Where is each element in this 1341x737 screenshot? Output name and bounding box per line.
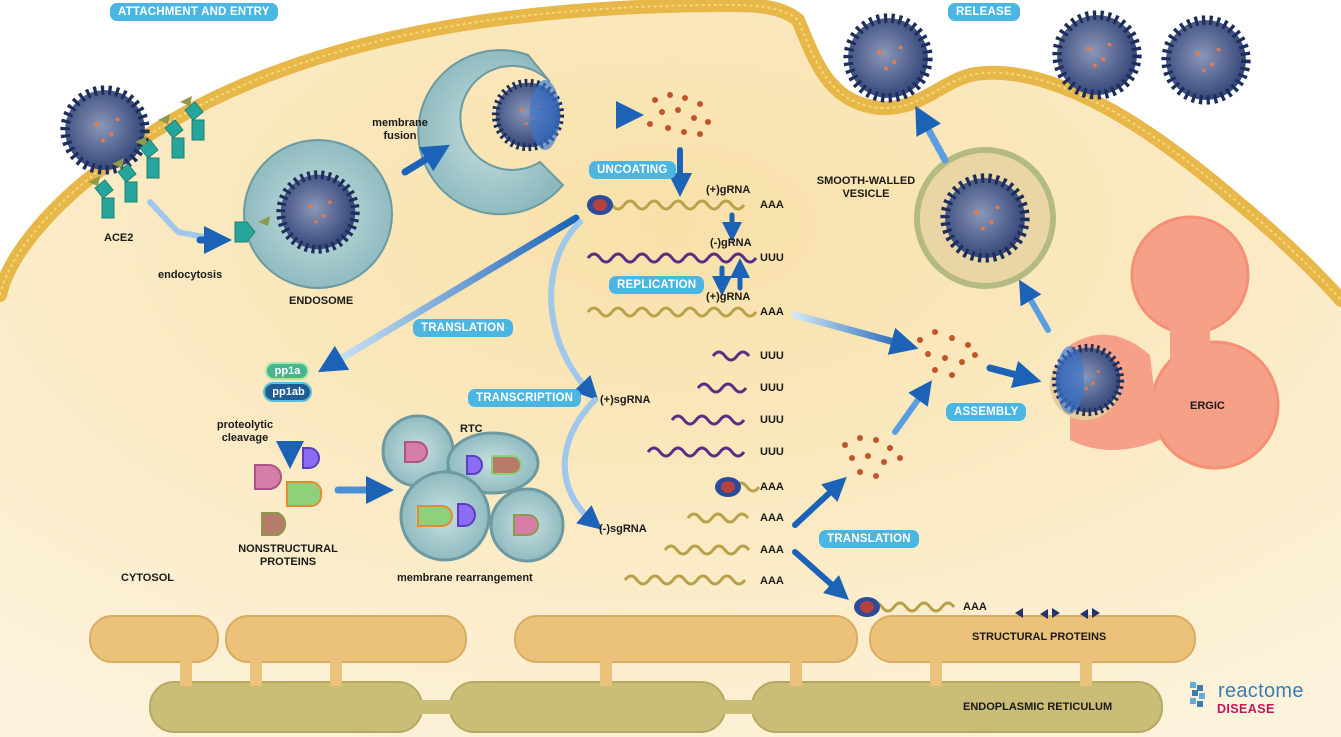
nonstructural-protein-shapes (254, 447, 322, 536)
membrane-fusion-vesicle (417, 49, 565, 216)
proteolytic-cleavage-label: proteolytic cleavage (210, 419, 280, 445)
virion-released-1 (848, 18, 928, 98)
stage-translation-nonstructural: TRANSLATION (413, 319, 513, 337)
stage-replication: REPLICATION (609, 276, 705, 294)
stage-transcription: TRANSCRIPTION (468, 389, 582, 407)
negative-grna-label: (-)gRNA (710, 237, 752, 249)
pp1a-label: pp1a (274, 365, 301, 377)
structural-protein-spikes (1015, 608, 1100, 619)
reactome-logo-mark-icon (1190, 682, 1205, 707)
pp1ab-bar (263, 382, 312, 402)
reactome-logo: reactome DISEASE (1190, 680, 1330, 720)
cytosol-label: CYTOSOL (121, 572, 174, 584)
virion-released-2 (1057, 15, 1137, 95)
ergic-label: ERGIC (1190, 400, 1225, 412)
pathway-arrows (147, 101, 1051, 600)
stage-release: RELEASE (948, 3, 1020, 21)
ace2-label: ACE2 (104, 232, 134, 244)
smooth-walled-vesicle (914, 147, 1056, 289)
ribosomes (587, 195, 880, 617)
stage-uncoating: UNCOATING (589, 161, 676, 179)
tail-aaa-sgrna-2: AAA (760, 512, 784, 524)
proteolytic-line-2: cleavage (221, 432, 269, 444)
tail-aaa-grna-2: AAA (760, 306, 784, 318)
budding-virion (1056, 346, 1121, 414)
membrane-rearrangement-label: membrane rearrangement (397, 572, 533, 584)
smooth-walled-line-1: SMOOTH-WALLED (816, 175, 916, 187)
positive-sgrna-label: (+)sgRNA (600, 394, 651, 406)
membrane-fusion-line-2: fusion (383, 130, 417, 142)
virion-attaching (65, 90, 145, 170)
tail-aaa-sgrna-1: AAA (760, 481, 784, 493)
tail-aaa-sgrna-4: AAA (760, 575, 784, 587)
stage-attachment-and-entry: ATTACHMENT AND ENTRY (110, 3, 278, 21)
ace2-receptors (94, 101, 256, 243)
tail-uuu-grna: UUU (760, 252, 784, 264)
endoplasmic-reticulum (89, 615, 1196, 733)
nonstructural-line-1: NONSTRUCTURAL (238, 543, 338, 555)
endosome (243, 139, 393, 289)
structural-proteins-label: STRUCTURAL PROTEINS (972, 631, 1107, 643)
endoplasmic-reticulum-label: ENDOPLASMIC RETICULUM (963, 701, 1113, 713)
logo-wordmark: reactome (1218, 680, 1304, 702)
negative-sgrna-label: (-)sgRNA (599, 523, 647, 535)
tail-uuu-sgrna-3: UUU (760, 414, 784, 426)
smooth-walled-vesicle-label: SMOOTH-WALLED VESICLE (810, 175, 922, 201)
membrane-fusion-line-1: membrane (372, 117, 428, 129)
stage-translation-structural: TRANSLATION (819, 530, 919, 548)
rtc-label: RTC (460, 423, 483, 435)
endosome-label: ENDOSOME (289, 295, 354, 307)
proteolytic-line-1: proteolytic (216, 419, 274, 431)
positive-grna-label-1: (+)gRNA (706, 184, 751, 196)
stage-assembly: ASSEMBLY (946, 403, 1027, 421)
tail-uuu-sgrna-1: UUU (760, 350, 784, 362)
nucleocapsid-clusters (647, 92, 978, 479)
endocytosis-label: endocytosis (158, 269, 223, 281)
tail-uuu-sgrna-4: UUU (760, 446, 784, 458)
virion-released-3 (1166, 20, 1246, 100)
membrane-fusion-label: membrane fusion (365, 117, 435, 143)
rna-strands (586, 199, 956, 613)
pp1ab-label: pp1ab (272, 386, 305, 398)
logo-subtitle: DISEASE (1217, 702, 1275, 716)
tail-uuu-sgrna-2: UUU (760, 382, 784, 394)
tail-aaa-grna-1: AAA (760, 199, 784, 211)
smooth-walled-line-2: VESICLE (842, 188, 890, 200)
tail-aaa-translation: AAA (963, 601, 987, 613)
tail-aaa-sgrna-3: AAA (760, 544, 784, 556)
pp1a-bar (265, 362, 309, 380)
rtc-proteins (404, 441, 539, 536)
positive-grna-label-2: (+)gRNA (706, 291, 751, 303)
nonstructural-proteins-label: NONSTRUCTURAL PROTEINS (225, 543, 351, 569)
nonstructural-line-2: PROTEINS (259, 556, 317, 568)
